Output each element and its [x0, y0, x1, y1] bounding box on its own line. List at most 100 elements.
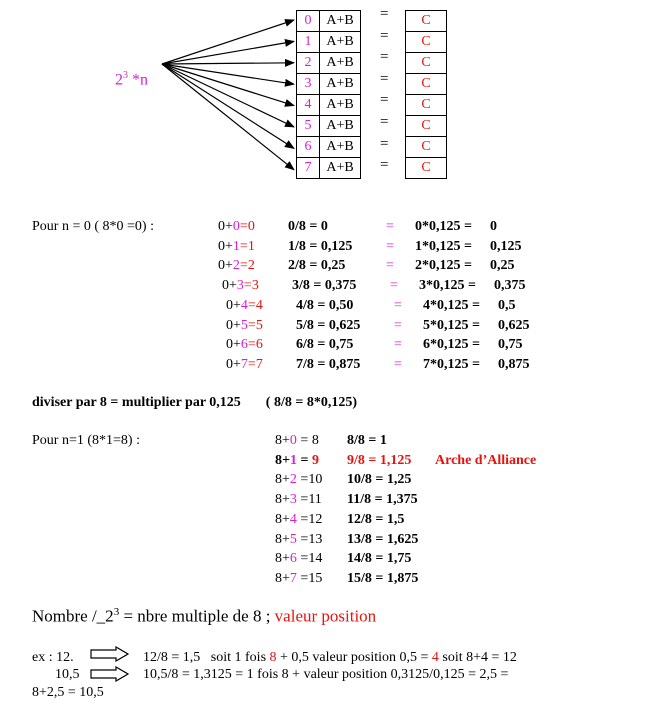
row-equals: =: [380, 114, 389, 130]
fraction: 5/8 = 0,625: [296, 317, 361, 333]
row-label: A+B: [319, 136, 361, 158]
multiplication: 5*0,125 =: [423, 317, 480, 333]
fraction: 13/8 = 1,625: [347, 531, 419, 547]
equals-sign: =: [386, 238, 394, 254]
row-equals: =: [380, 70, 389, 87]
summary-middle: = nbre multiple de 8 ;: [119, 606, 275, 626]
summary-prefix: Nombre /_2: [32, 606, 114, 626]
row-result: C: [405, 73, 447, 95]
fraction: 11/8 = 1,375: [347, 492, 418, 508]
fan-arrow: [161, 63, 295, 171]
sum-expression: 8+0 = 8: [275, 433, 319, 448]
fraction: 8/8 = 1: [347, 433, 387, 448]
row-index: 4: [296, 94, 320, 116]
fan-arrow: [161, 63, 295, 149]
rule-text: diviser par 8 = multiplier par 0,125: [32, 395, 241, 410]
sum-expression: 8+6 =14: [275, 551, 323, 567]
multiplication: 7*0,125 =: [423, 356, 480, 372]
power-base: 2: [115, 71, 123, 89]
example-line2: 10,5/8 = 1,3125 = 1 fois 8 + valeur posi…: [143, 667, 509, 682]
row-equals: =: [380, 157, 389, 174]
fraction: 1/8 = 0,125: [288, 238, 353, 254]
sum-expression: 0+0=0: [218, 219, 255, 234]
section1-heading: Pour n = 0 ( 8*0 =0) :: [32, 219, 154, 234]
fraction: 15/8 = 1,875: [347, 570, 419, 586]
row-label: A+B: [319, 73, 361, 95]
power-exponent: 3: [123, 70, 128, 81]
row-result: C: [405, 115, 447, 137]
example-arrow-2: [90, 666, 130, 682]
rule-paren: ( 8/8 = 8*0,125): [265, 395, 357, 410]
result-row: C: [405, 136, 447, 158]
row-result: C: [405, 94, 447, 116]
row-index: 2: [296, 52, 320, 74]
sum-expression: 0+6=6: [226, 337, 263, 353]
example-line1: 12/8 = 1,5 soit 1 fois 8 + 0,5 valeur po…: [143, 650, 517, 665]
summary-exp: 3: [113, 606, 120, 618]
fraction: 12/8 = 1,5: [347, 511, 405, 527]
multiplication: 0*0,125 =: [415, 219, 472, 234]
row-index: 3: [296, 73, 320, 95]
equals-sign: =: [394, 337, 402, 353]
row-equals: =: [380, 92, 389, 109]
sum-expression: 0+7=7: [226, 356, 263, 372]
result-row: C: [405, 115, 447, 137]
result-row: C: [405, 10, 447, 32]
fraction: 4/8 = 0,50: [296, 297, 354, 313]
row-index: 5: [296, 115, 320, 137]
example-label-2: 10,5: [55, 667, 80, 682]
result: 0,125: [490, 238, 522, 254]
row-result: C: [405, 10, 447, 32]
fraction: 6/8 = 0,75: [296, 337, 354, 353]
result-row: C: [405, 157, 447, 179]
result: 0,875: [498, 356, 530, 372]
fraction: 9/8 = 1,125: [347, 452, 412, 468]
sum-expression: 0+5=5: [226, 317, 263, 333]
row-equals: =: [380, 49, 389, 66]
result: 0,375: [494, 278, 526, 294]
example-line3: 8+2,5 = 10,5: [32, 685, 104, 700]
sum-expression: 8+7 =15: [275, 570, 323, 586]
sum-expression: 0+4=4: [226, 297, 263, 313]
sum-expression: 8+4 =12: [275, 511, 323, 527]
sum-expression: 0+3=3: [222, 278, 259, 294]
equals-sign: =: [394, 356, 402, 372]
multiplication: 6*0,125 =: [423, 337, 480, 353]
row-equals: =: [380, 27, 389, 44]
fraction: 3/8 = 0,375: [292, 278, 357, 294]
row-label: A+B: [319, 94, 361, 116]
row-index: 0: [296, 10, 320, 32]
fraction: 14/8 = 1,75: [347, 551, 412, 567]
result: 0,625: [498, 317, 530, 333]
fan-arrow: [161, 63, 295, 107]
fan-arrow: [161, 63, 295, 87]
fan-arrow: [161, 58, 295, 67]
result: 0,75: [498, 337, 523, 353]
sum-expression: 0+2=2: [218, 258, 255, 274]
power-label: 23 *n: [115, 70, 148, 89]
multiplication: 3*0,125 =: [419, 278, 476, 294]
fraction: 7/8 = 0,875: [296, 356, 361, 372]
sum-expression: 8+2 =10: [275, 472, 323, 488]
sum-expression: 8+5 =13: [275, 531, 323, 547]
row-label: A+B: [319, 10, 361, 32]
row-label: A+B: [319, 52, 361, 74]
row-label: A+B: [319, 157, 361, 179]
sum-expression: 8+3 =11: [275, 492, 322, 508]
summary-highlight: valeur position: [274, 606, 377, 626]
fan-arrow: [161, 38, 295, 65]
row-result: C: [405, 157, 447, 179]
section2-heading: Pour n=1 (8*1=8) :: [32, 433, 140, 448]
result: 0,25: [490, 258, 515, 274]
row-result: C: [405, 52, 447, 74]
equals-sign: =: [386, 219, 394, 234]
equals-sign: =: [394, 317, 402, 333]
